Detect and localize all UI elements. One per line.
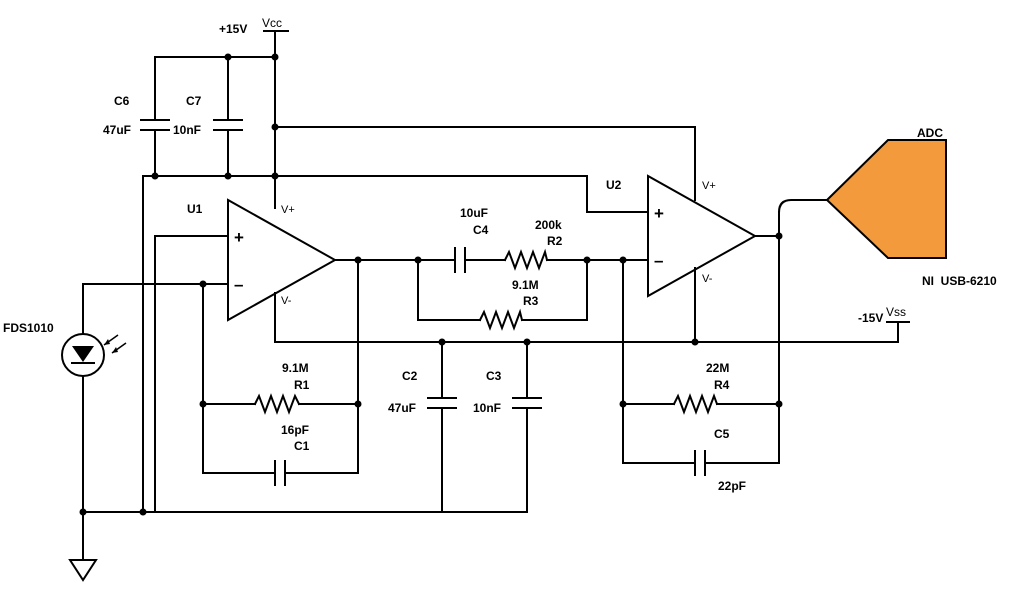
coupling-network: [417, 259, 649, 321]
capacitor-c3: [512, 397, 542, 409]
vcc-voltage-label: +15V: [219, 22, 247, 36]
photodiode-icon: [61, 283, 127, 513]
u1-vpos: V+: [281, 204, 295, 216]
capacitor-c1: [274, 460, 286, 486]
c6-ref: C6: [114, 94, 130, 108]
u1-vneg: V-: [281, 295, 292, 307]
c5-value: 22pF: [718, 479, 746, 493]
r1-ref: R1: [294, 378, 310, 392]
c6-value: 47uF: [103, 123, 131, 137]
resistor-r4: [672, 393, 719, 415]
c1-ref: C1: [294, 439, 310, 453]
u2-feedback-net: [622, 199, 828, 464]
r1-value: 9.1M: [282, 361, 309, 375]
c1-value: 16pF: [281, 423, 309, 437]
photodiode-ref: FDS1010: [3, 321, 54, 335]
c2-ref: C2: [402, 369, 418, 383]
capacitor-c2: [427, 397, 457, 409]
u1-plus: +: [234, 228, 244, 247]
u2-plus: +: [654, 204, 664, 223]
u1-ref: U1: [187, 202, 203, 216]
u1-minus: –: [234, 275, 243, 294]
capacitor-c5: [694, 450, 706, 476]
c3-value: 10nF: [473, 401, 501, 415]
adc-label: ADC: [917, 126, 943, 140]
u2-vpos: V+: [702, 180, 716, 192]
c4-ref: C4: [473, 223, 489, 237]
r3-ref: R3: [523, 294, 539, 308]
c5-ref: C5: [714, 427, 730, 441]
r3-value: 9.1M: [512, 278, 539, 292]
adc-block: [825, 139, 947, 259]
c4-value: 10uF: [460, 206, 488, 220]
r2-value: 200k: [535, 218, 562, 232]
u1-inverting-net: [82, 259, 419, 474]
opamp-u1: [227, 198, 338, 322]
u2-minus: –: [654, 251, 663, 270]
c7-ref: C7: [186, 94, 202, 108]
resistor-r2: [503, 248, 549, 271]
vss-voltage-label: -15V: [858, 311, 883, 325]
capacitor-c7: [213, 119, 243, 131]
r4-value: 22M: [706, 361, 729, 375]
vcc-name-label: Vcc: [262, 16, 282, 30]
resistor-r3: [478, 308, 524, 331]
junction-dots: [79, 53, 783, 516]
c7-value: 10nF: [173, 123, 201, 137]
c3-ref: C3: [486, 369, 502, 383]
r2-ref: R2: [547, 234, 563, 248]
capacitor-c4: [454, 247, 466, 273]
capacitor-c6: [140, 119, 170, 131]
vss-name-label: Vss: [886, 305, 906, 319]
adc-device-label: NI USB-6210: [922, 274, 997, 288]
ground-icon: [68, 559, 98, 582]
c2-value: 47uF: [388, 401, 416, 415]
u2-ref: U2: [606, 178, 622, 192]
u2-vneg: V-: [702, 273, 713, 285]
resistor-r1: [253, 393, 301, 415]
r4-ref: R4: [714, 378, 730, 392]
opamp-u2: [647, 174, 758, 298]
vss-rail: [274, 267, 910, 343]
ground-network: [82, 56, 649, 561]
